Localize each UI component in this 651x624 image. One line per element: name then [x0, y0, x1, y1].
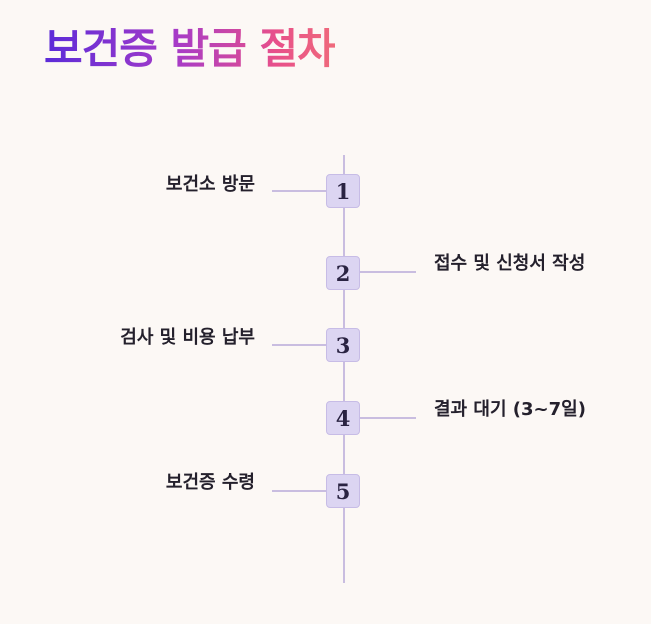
connector-step-5 — [272, 490, 326, 492]
step-number-2: 2 — [326, 256, 360, 290]
step-label-2: 접수 및 신청서 작성 — [434, 253, 586, 274]
step-number-3: 3 — [326, 328, 360, 362]
connector-step-2 — [360, 271, 416, 273]
step-label-3: 검사 및 비용 납부 — [120, 327, 255, 348]
step-label-5: 보건증 수령 — [165, 472, 255, 493]
page-title: 보건증 발급 절차 — [44, 24, 336, 73]
connector-step-4 — [360, 417, 416, 419]
connector-step-3 — [272, 344, 326, 346]
step-label-1: 보건소 방문 — [165, 174, 255, 195]
step-label-4: 결과 대기 (3~7일) — [434, 399, 586, 420]
connector-step-1 — [272, 190, 326, 192]
step-number-1: 1 — [326, 174, 360, 208]
timeline-line — [343, 155, 345, 583]
step-number-5: 5 — [326, 474, 360, 508]
step-number-4: 4 — [326, 401, 360, 435]
